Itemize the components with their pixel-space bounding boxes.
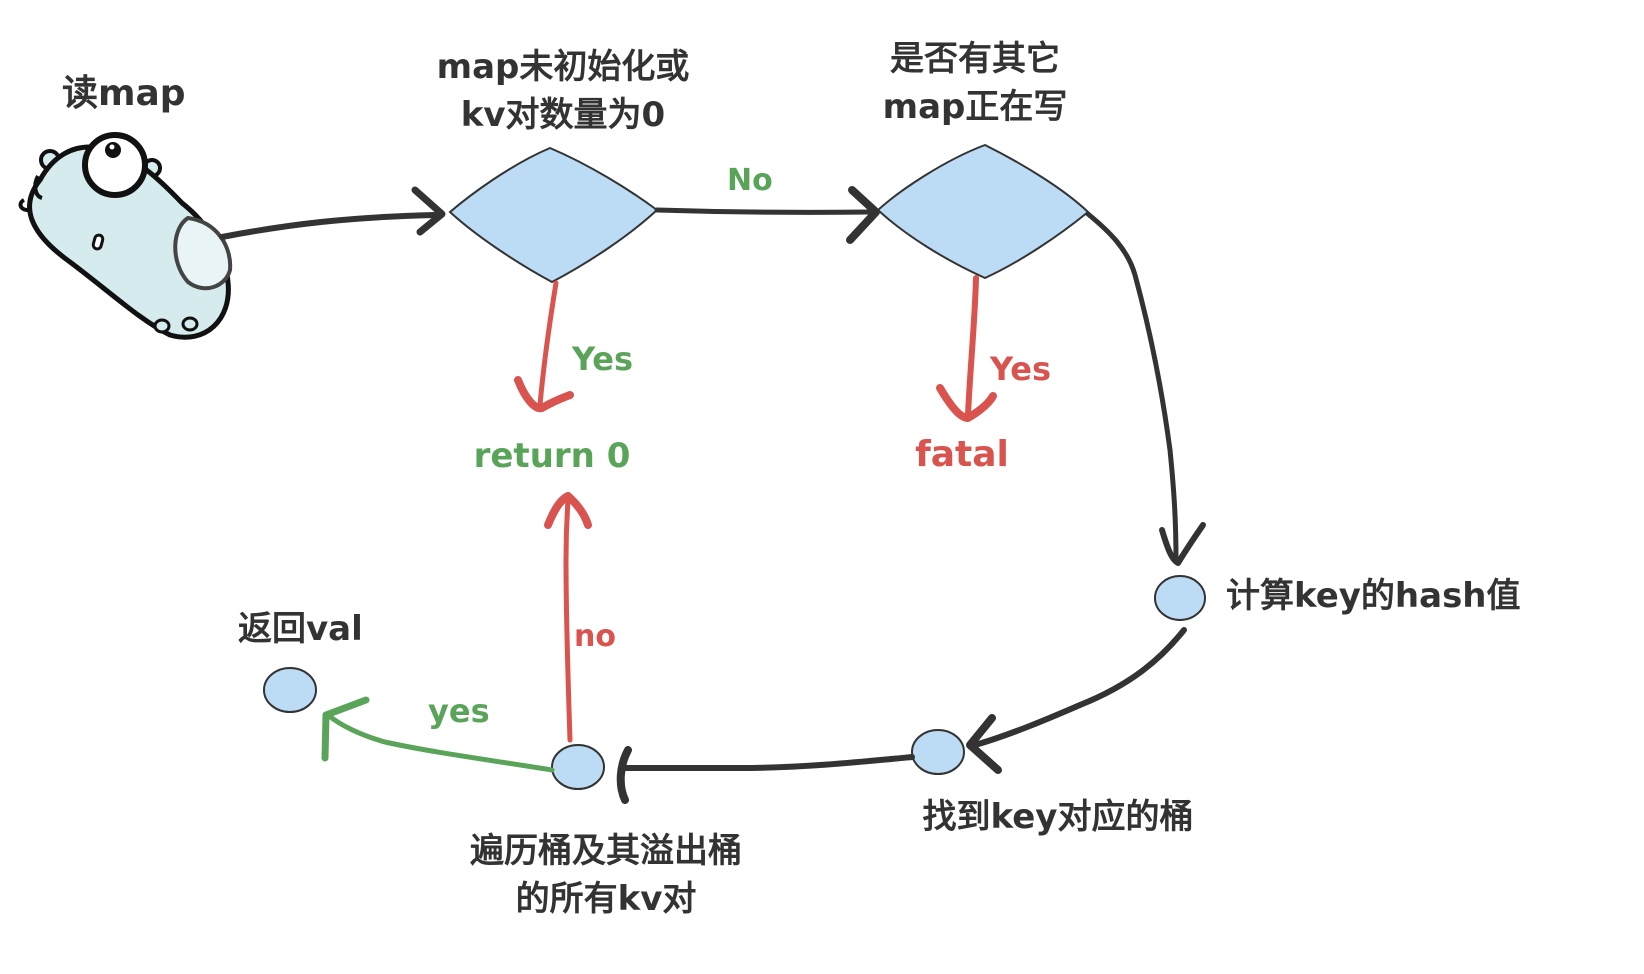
decision2-label-line1: 是否有其它 [890,39,1060,79]
edge-decision2-to-fatal [965,275,979,418]
decision1-label-line2: kv对数量为0 [461,95,665,135]
start-label: 读map [62,73,186,114]
edge-bucket-to-iterate [619,754,915,771]
return0-label: return 0 [474,436,631,476]
node-iterate [551,744,605,790]
edge-hash-to-bucket-arrowhead [966,714,1002,774]
edge-decision1-to-return0-arrowhead [514,376,574,413]
edge-start-to-decision1 [219,212,438,240]
decision1-diamond [448,146,659,284]
node-find-bucket [911,729,965,775]
node-return-val-label: 返回val [238,609,363,649]
node-iterate-label-line2: 的所有kv对 [516,879,697,919]
edge-hash-to-bucket [972,627,1187,748]
edge-decision2-to-hash [1085,211,1179,563]
edge-decision1-to-return0 [537,280,559,408]
node-compute-hash [1154,575,1206,621]
edge-iterate-to-return0 [563,497,573,743]
node-iterate-label-line1: 遍历桶及其溢出桶 [470,831,742,871]
decision2-label-line2: map正在写 [883,87,1068,127]
edge-decision1-to-decision2 [654,207,873,215]
node-compute-hash-label: 计算key的hash值 [1226,576,1521,616]
fatal-label: fatal [915,434,1009,475]
edge-iterate-to-return0-arrowhead [544,492,592,529]
edge-decision1-to-decision2-arrowhead [846,186,880,244]
edge-decision2-to-hash-arrowhead [1159,522,1206,566]
node-return-val [263,667,317,713]
edge-iterate-to-returnval [325,712,555,773]
edge-yes-label-2: Yes [989,350,1051,388]
gopher-mascot-icon [18,132,233,340]
node-find-bucket-label: 找到key对应的桶 [923,797,1194,837]
edge-decision2-to-fatal-arrowhead [936,384,997,422]
edge-iterate-to-returnval-arrowhead [321,696,370,762]
edge-no-lower-label: no [574,619,616,654]
edge-start-to-decision1-arrowhead [411,186,446,236]
decision1-label-line1: map未初始化或 [437,47,690,87]
edge-bucket-to-iterate-arrowhead [616,746,632,804]
edge-no-label: No [727,163,773,198]
decision2-diamond [876,143,1090,280]
edge-yes-label-1: Yes [571,340,633,378]
edge-yes-lower-label: yes [428,692,490,730]
